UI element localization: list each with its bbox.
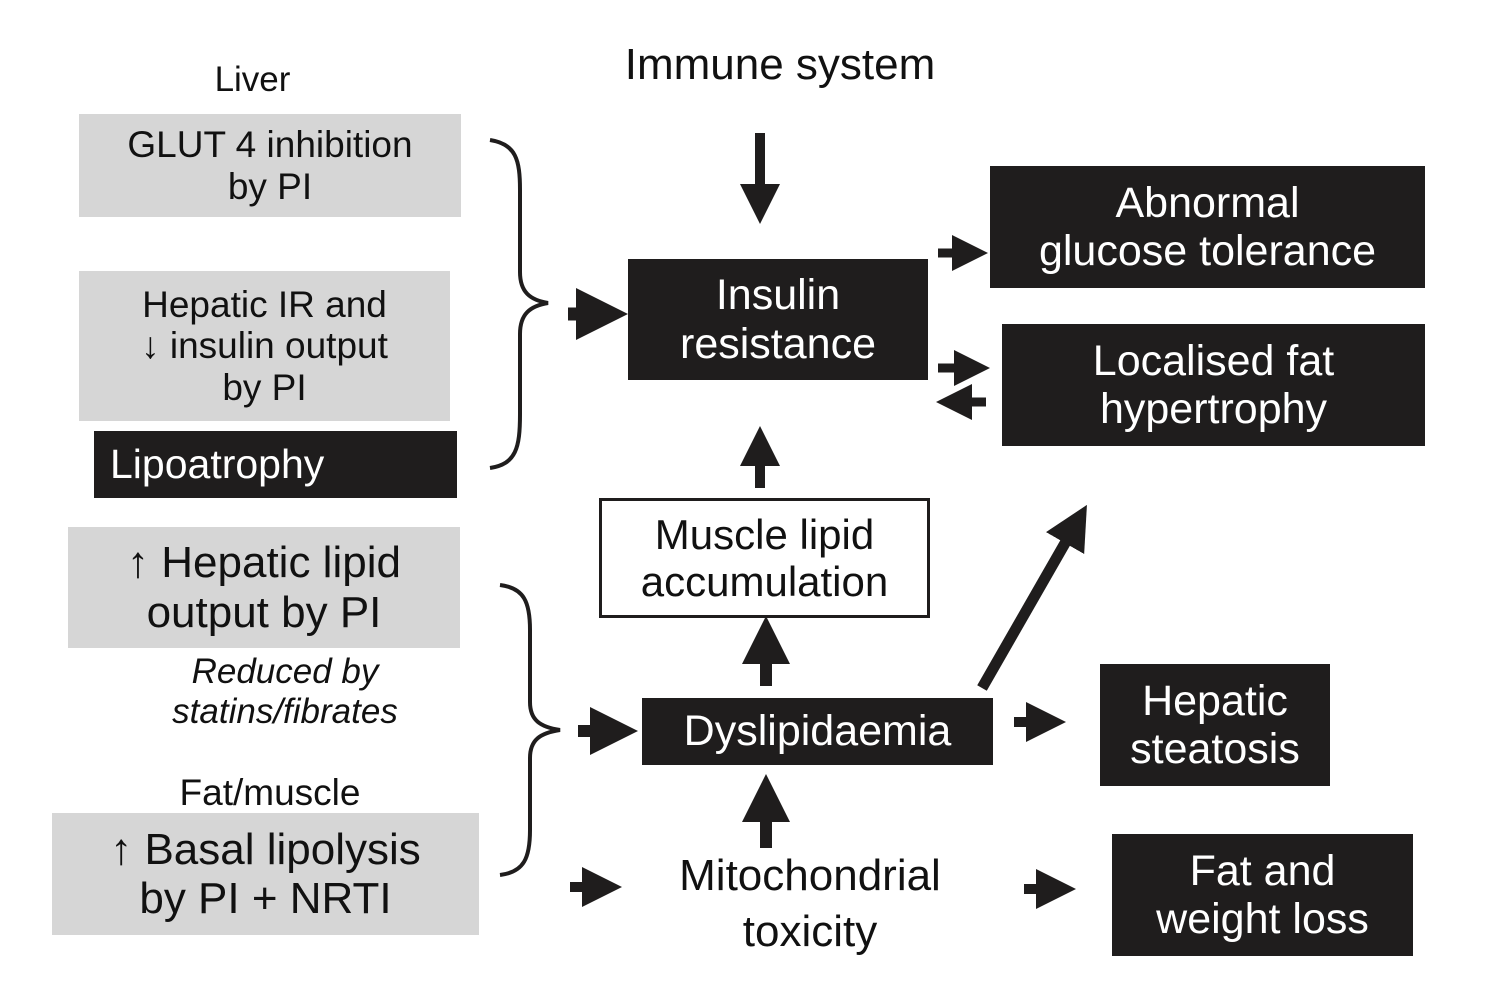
- hepatic-ir-box: Hepatic IR and ↓ insulin output by PI: [79, 271, 450, 421]
- lower-brace: [499, 583, 561, 877]
- glut4-inhibition-box: GLUT 4 inhibition by PI: [79, 114, 461, 217]
- upper-brace: [489, 138, 549, 470]
- fat-weight-loss-box: Fat and weight loss: [1112, 834, 1413, 956]
- fat-muscle-header: Fat/muscle: [179, 772, 361, 813]
- dyslipidaemia-box: Dyslipidaemia: [642, 698, 993, 765]
- liver-header: Liver: [214, 60, 291, 99]
- abnormal-glucose-box: Abnormal glucose tolerance: [990, 166, 1425, 288]
- lipoatrophy-box: Lipoatrophy: [94, 431, 457, 498]
- immune-system-header: Immune system: [624, 40, 936, 89]
- localised-fat-box: Localised fat hypertrophy: [1002, 324, 1425, 446]
- insulin-resistance-box: Insulin resistance: [628, 259, 928, 380]
- hepatic-lipid-box: ↑ Hepatic lipid output by PI: [68, 527, 460, 648]
- mitochondrial-toxicity-label: Mitochondrial toxicity: [679, 851, 941, 956]
- reduced-by-statins-label: Reduced by statins/fibrates: [172, 652, 398, 732]
- hepatic-steatosis-box: Hepatic steatosis: [1100, 664, 1330, 786]
- dyslipidaemia-to-fat-arrow: [977, 504, 1087, 691]
- muscle-lipid-box: Muscle lipid accumulation: [599, 498, 930, 618]
- basal-lipolysis-box: ↑ Basal lipolysis by PI + NRTI: [52, 813, 479, 935]
